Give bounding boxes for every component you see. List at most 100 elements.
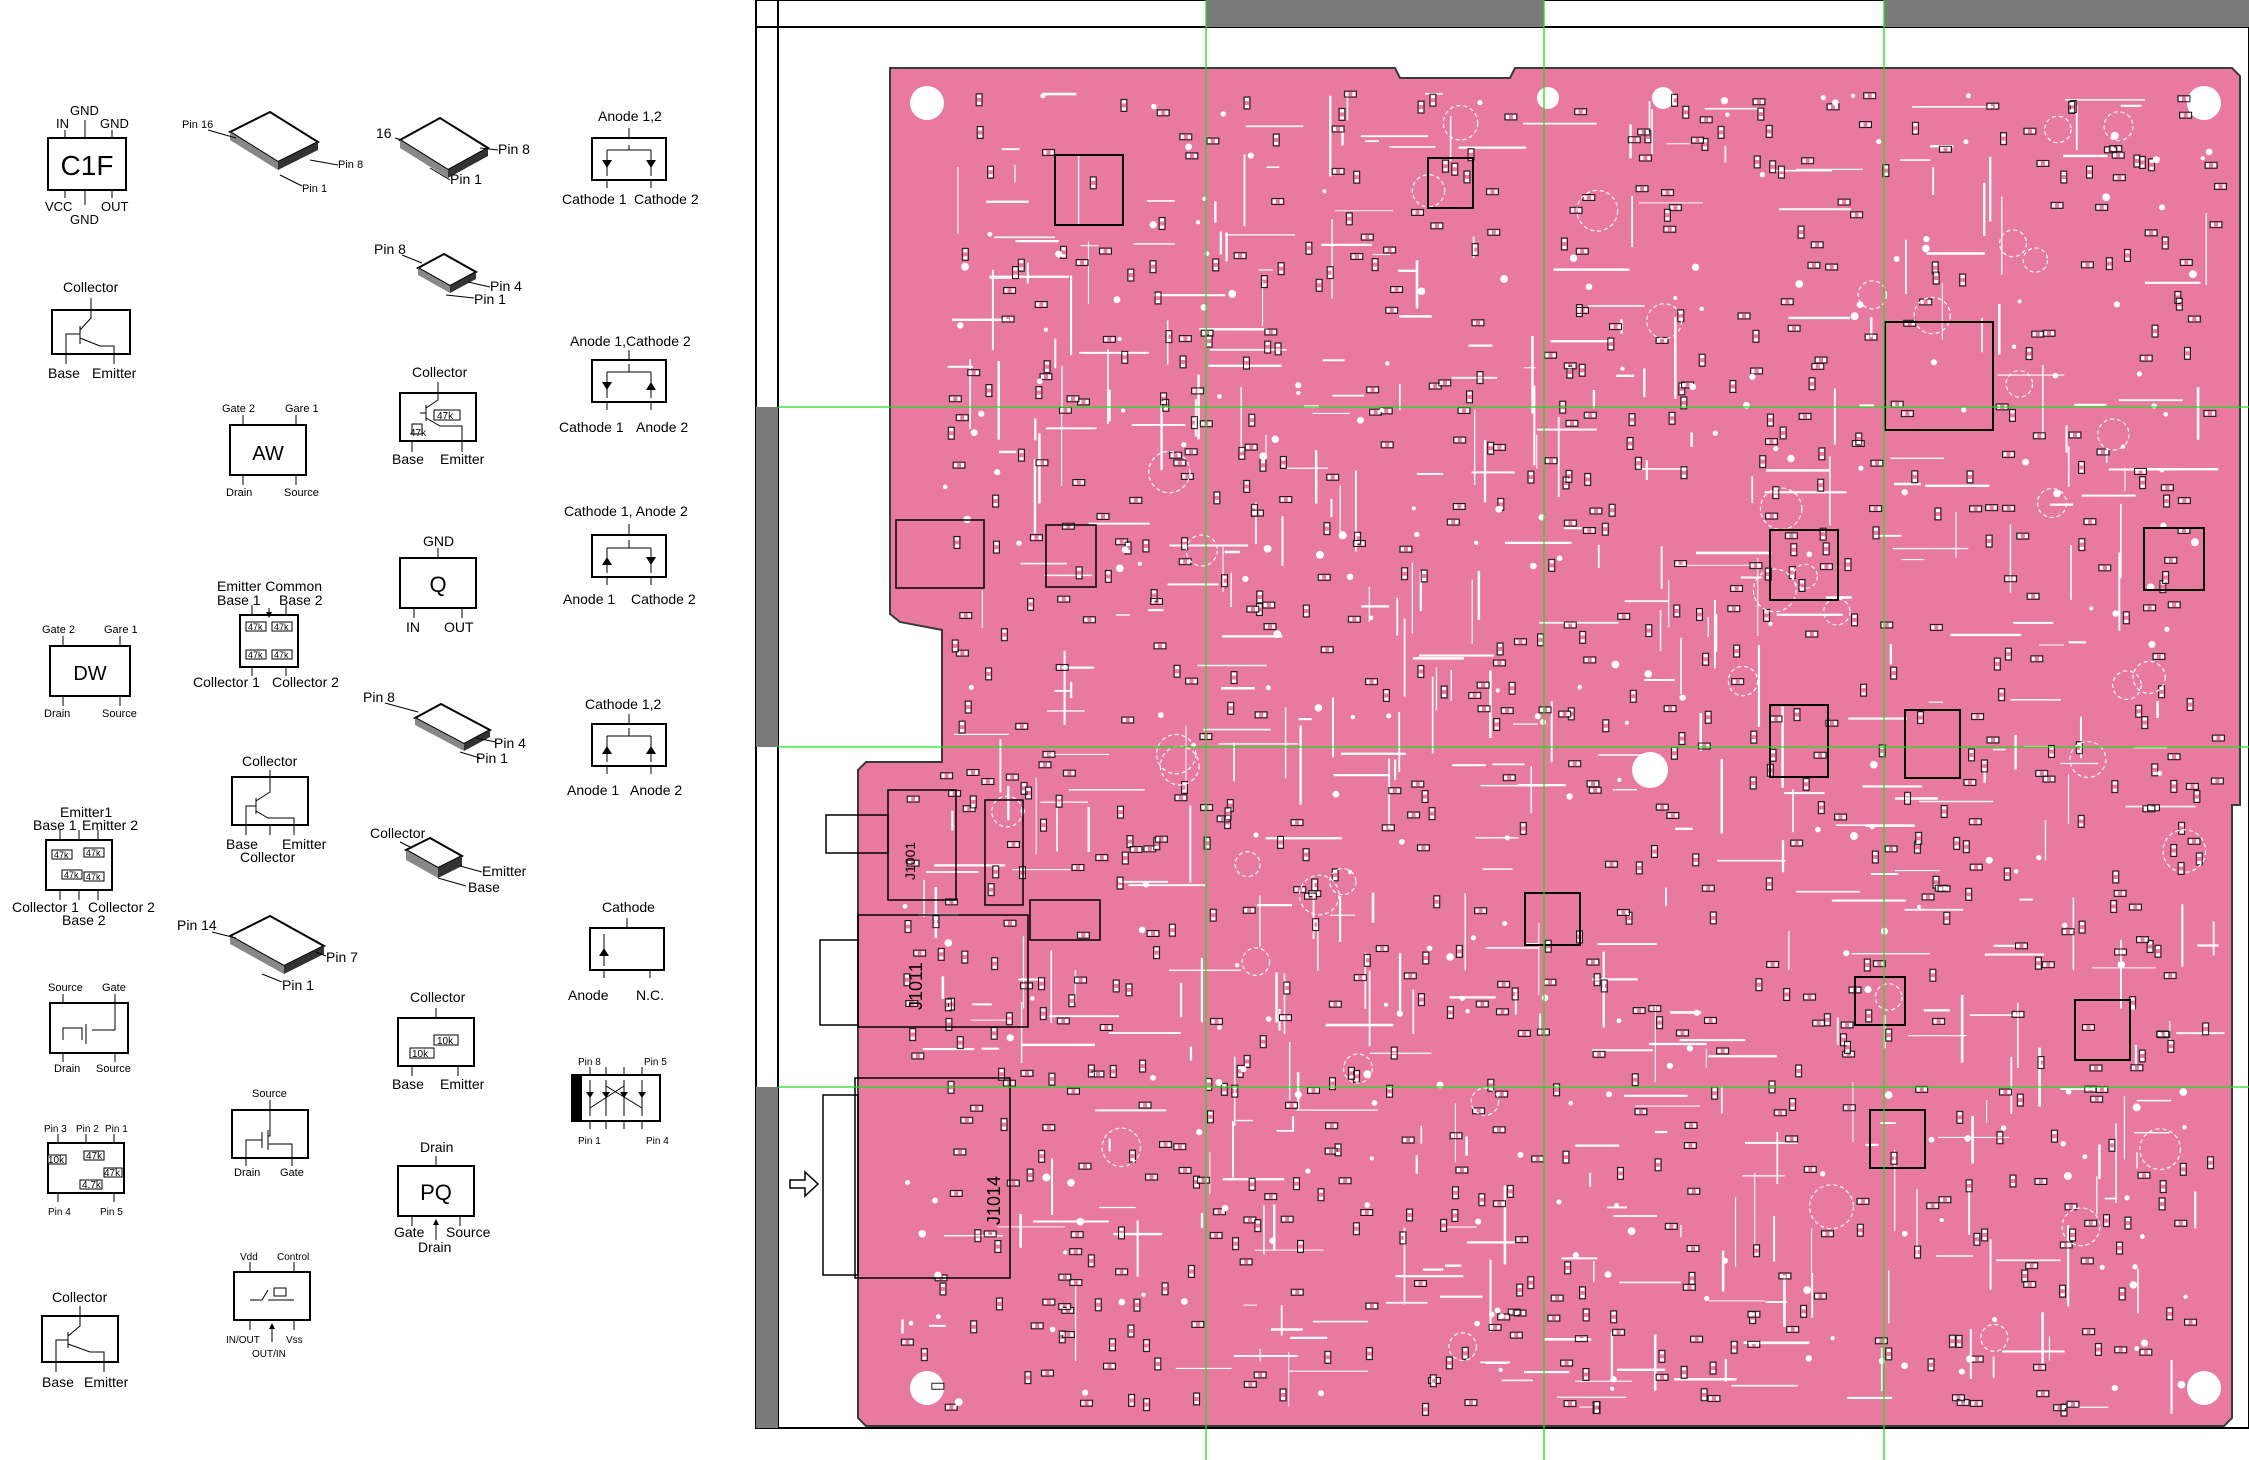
diode-dual-series-ca: Cathode 1, Anode 2 Anode 1 Cathode 2	[563, 503, 696, 607]
pcb-grid	[778, 0, 2249, 1460]
c1f-pin-out: OUT	[101, 199, 129, 214]
svg-text:Pin 8: Pin 8	[578, 1057, 601, 1068]
svg-text:DW: DW	[73, 663, 106, 685]
svg-text:AW: AW	[252, 443, 284, 465]
svg-text:Cathode 2: Cathode 2	[631, 591, 696, 607]
svg-text:Source: Source	[446, 1224, 491, 1240]
mount-hole	[2187, 86, 2221, 120]
svg-text:Drain: Drain	[418, 1239, 451, 1255]
soic16-package-a: Pin 16 Pin 8 Pin 1	[182, 110, 363, 195]
svg-text:Source: Source	[48, 982, 83, 994]
svg-text:47k: 47k	[410, 428, 427, 439]
svg-text:47k: 47k	[54, 850, 69, 860]
svg-text:Collector: Collector	[63, 279, 119, 295]
svg-text:47k: 47k	[86, 872, 101, 882]
svg-text:Anode 2: Anode 2	[636, 419, 688, 435]
svg-text:Gate 2: Gate 2	[222, 403, 255, 415]
via-large	[1537, 87, 1559, 109]
svg-text:OUT: OUT	[444, 619, 474, 635]
svg-text:Anode: Anode	[568, 987, 609, 1003]
svg-text:Pin 1: Pin 1	[302, 183, 327, 195]
ruler-block-left-1	[756, 407, 778, 747]
svg-text:16: 16	[376, 125, 392, 141]
svg-text:Vdd: Vdd	[240, 1252, 258, 1263]
svg-text:10k: 10k	[437, 1036, 454, 1047]
svg-text:Anode 1,Cathode 2: Anode 1,Cathode 2	[570, 333, 691, 349]
svg-text:Anode 1: Anode 1	[567, 782, 619, 798]
fet-dual-package: Source Gate Drain Source	[48, 982, 131, 1075]
svg-text:IN/OUT: IN/OUT	[226, 1335, 260, 1346]
svg-text:4.7k: 4.7k	[82, 1180, 102, 1191]
svg-text:Anode 1,2: Anode 1,2	[598, 108, 662, 124]
svg-text:Pin 5: Pin 5	[100, 1207, 123, 1218]
c1f-pin-vcc: VCC	[45, 199, 72, 214]
svg-text:Pin 16: Pin 16	[182, 119, 213, 131]
svg-text:10k: 10k	[412, 1049, 429, 1060]
svg-text:Drain: Drain	[44, 708, 70, 720]
svg-text:Collector: Collector	[410, 989, 466, 1005]
svg-text:Base: Base	[392, 451, 424, 467]
svg-text:Collector 1: Collector 1	[12, 899, 79, 915]
svg-text:Pin 8: Pin 8	[498, 141, 530, 157]
svg-text:47k: 47k	[64, 870, 79, 880]
svg-text:Drain: Drain	[226, 487, 252, 499]
svg-text:Collector: Collector	[240, 849, 296, 865]
svg-text:Pin 4: Pin 4	[646, 1136, 669, 1147]
mount-hole	[910, 1371, 944, 1405]
transistor-sot89: Collector Base Emitter Collector	[226, 753, 327, 865]
svg-text:Cathode 1, Anode 2: Cathode 1, Anode 2	[564, 503, 688, 519]
svg-text:Source: Source	[284, 487, 319, 499]
soic8-package-a: Pin 8 Pin 4 Pin 1	[374, 241, 522, 307]
svg-text:Pin 4: Pin 4	[490, 278, 522, 294]
svg-text:PQ: PQ	[420, 1180, 452, 1205]
svg-text:47k: 47k	[104, 1168, 121, 1179]
svg-text:Pin 1: Pin 1	[282, 977, 314, 993]
c1f-pin-gnd-right: GND	[100, 116, 129, 131]
diode-dual-series-ac: Anode 1,Cathode 2 Cathode 1 Anode 2	[559, 333, 691, 435]
q-regulator-package: Q GND IN OUT	[399, 533, 477, 635]
connector-j1011: J1011	[906, 962, 926, 1010]
soic8-package-b: Pin 8 Pin 4 Pin 1	[363, 689, 526, 766]
svg-text:Base: Base	[42, 1374, 74, 1390]
c1f-pin-gnd-top: GND	[70, 103, 99, 118]
diode-dual-common-anode: Anode 1,2 Cathode 1 Cathode 2	[562, 108, 699, 207]
svg-text:Collector 2: Collector 2	[88, 899, 155, 915]
mount-hole	[910, 86, 944, 120]
svg-text:Emitter: Emitter	[84, 1374, 129, 1390]
svg-text:Pin 8: Pin 8	[338, 159, 363, 171]
svg-text:Pin 2: Pin 2	[76, 1124, 99, 1135]
c1f-pin-in: IN	[56, 116, 69, 131]
svg-text:Pin 1: Pin 1	[476, 750, 508, 766]
svg-text:47k: 47k	[437, 411, 454, 422]
transistor-res-array: Pin 3 Pin 2 Pin 1 10k 47k 47k 4.7k Pin 4…	[44, 1124, 128, 1218]
svg-text:Source: Source	[102, 708, 137, 720]
c1f-pin-gnd-bottom: GND	[70, 212, 99, 227]
svg-text:Drain: Drain	[54, 1063, 80, 1075]
svg-text:Cathode 1: Cathode 1	[559, 419, 624, 435]
package-legend: C1F IN GND GND VCC GND OUT Pin 16 Pin 8 …	[12, 103, 699, 1390]
connector-j1001: J1001	[902, 842, 918, 880]
pcb-ics	[1054, 154, 2205, 1169]
diode-single: Cathode Anode N.C.	[568, 899, 665, 1003]
svg-text:Emitter: Emitter	[282, 836, 327, 852]
svg-text:Source: Source	[96, 1063, 131, 1075]
svg-text:Collector 1: Collector 1	[193, 674, 260, 690]
svg-text:47k: 47k	[274, 650, 289, 660]
svg-text:Pin 3: Pin 3	[44, 1124, 67, 1135]
svg-text:47k: 47k	[248, 650, 263, 660]
svg-text:Pin 7: Pin 7	[326, 949, 358, 965]
mount-hole	[2187, 1371, 2221, 1405]
svg-text:Cathode 1,2: Cathode 1,2	[585, 696, 661, 712]
svg-text:Vss: Vss	[286, 1335, 303, 1346]
diode-bridge-package: Pin 8 Pin 5 Pin 1 Pin 4	[571, 1057, 669, 1147]
svg-text:Drain: Drain	[420, 1139, 453, 1155]
svg-text:Gare 1: Gare 1	[104, 624, 138, 636]
soic14-package: Pin 14 Pin 7 Pin 1	[177, 914, 358, 993]
svg-text:Cathode 2: Cathode 2	[634, 191, 699, 207]
transistor-sot23-b: Collector Base Emitter	[41, 1289, 129, 1390]
svg-text:Base 1: Base 1	[33, 817, 77, 833]
transistor-res-47k: Collector 47k 47k Base Emitter	[392, 364, 485, 467]
mount-hole	[1632, 752, 1668, 788]
